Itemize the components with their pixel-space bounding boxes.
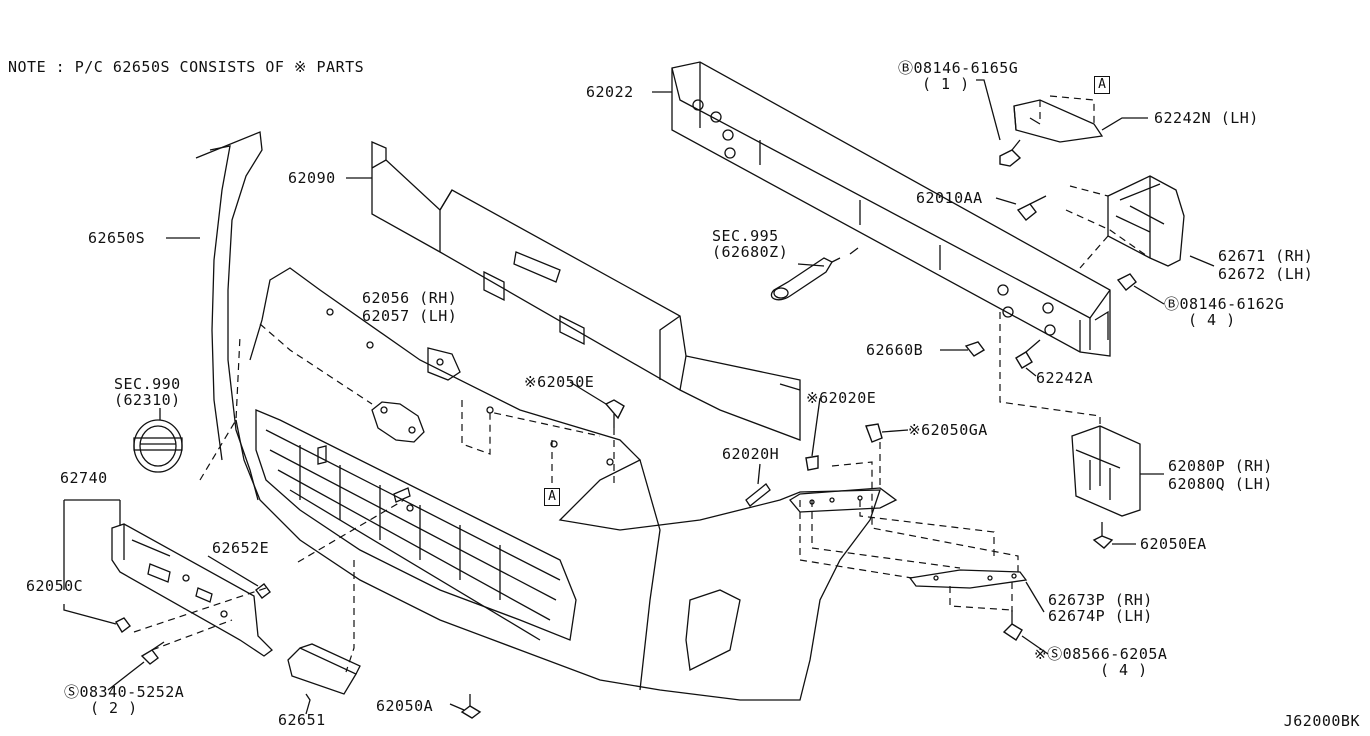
callout-62020e: ※62020E (806, 389, 877, 407)
callout-62022: 62022 (586, 83, 634, 101)
callout-62050ea: 62050EA (1140, 535, 1207, 553)
callout-08146-6165g-qty: ( 1 ) (922, 75, 970, 93)
callout-62652e: 62652E (212, 539, 270, 557)
side-bracket-62080-icon (1071, 425, 1141, 517)
callout-62650s: 62650S (88, 229, 146, 247)
callout-62010aa: 62010AA (916, 189, 983, 207)
callout-62080q: 62080Q (LH) (1168, 475, 1273, 493)
callout-08340-5252a: Ⓢ08340-5252A (64, 683, 185, 701)
callout-62651: 62651 (278, 711, 326, 729)
callout-62050ga: ※62050GA (908, 421, 988, 439)
callout-sec990: SEC.990 (114, 375, 181, 393)
callout-08566-6205a-qty: ( 4 ) (1100, 661, 1148, 679)
callout-62056: 62056 (RH) (362, 289, 458, 307)
reinforcement-beam-icon (671, 61, 1111, 357)
callout-62080p: 62080P (RH) (1168, 457, 1273, 475)
leader-lines (63, 79, 1215, 715)
diagram-code: J62000BK (1283, 712, 1360, 730)
callout-sec990-sub: (62310) (114, 391, 181, 409)
callout-08146-6165g: Ⓑ08146-6165G (898, 59, 1019, 77)
callout-62672: 62672 (LH) (1218, 265, 1314, 283)
callout-62050e: ※62050E (524, 373, 595, 391)
emblem-icon (133, 419, 183, 473)
callout-62674p: 62674P (LH) (1048, 607, 1153, 625)
callout-62660b: 62660B (866, 341, 924, 359)
bracket-62242n-icon (1013, 99, 1104, 143)
callout-sec995: SEC.995 (712, 227, 779, 245)
reference-box-a-lower: A (544, 488, 560, 506)
callout-62671: 62671 (RH) (1218, 247, 1314, 265)
callout-62242n: 62242N (LH) (1154, 109, 1259, 127)
license-plate-bracket-icon (111, 523, 273, 657)
callout-62673p: 62673P (RH) (1048, 591, 1153, 609)
callout-08146-6162g: Ⓑ08146-6162G (1164, 295, 1285, 313)
callout-62020h: 62020H (722, 445, 780, 463)
side-bracket-rh-icon (1107, 175, 1185, 267)
callout-62057: 62057 (LH) (362, 307, 458, 325)
bracket-62056-icon (427, 347, 461, 381)
callout-62740: 62740 (60, 469, 108, 487)
bumper-fascia-icon (195, 131, 881, 701)
reference-box-a: A (1094, 76, 1110, 94)
callout-62050c: 62050C (26, 577, 84, 595)
callout-62242a: 62242A (1036, 369, 1094, 387)
callout-08340-5252a-qty: ( 2 ) (90, 699, 138, 717)
emblem-bracket-icon (371, 401, 425, 443)
callout-62090: 62090 (288, 169, 336, 187)
under-cover-icon (287, 643, 361, 695)
bolt-icon (115, 139, 1137, 719)
dashed-assembly-lines (133, 95, 1151, 673)
callout-08566-6205a: ※Ⓢ08566-6205A (1034, 645, 1168, 663)
callout-08146-6162g-qty: ( 4 ) (1188, 311, 1236, 329)
tow-hook-icon (770, 247, 859, 301)
lower-stay-icon (908, 569, 1028, 589)
callout-62050a: 62050A (376, 697, 434, 715)
callout-sec995-sub: (62680Z) (712, 243, 789, 261)
note-text: NOTE : P/C 62650S CONSISTS OF ※ PARTS (8, 58, 365, 76)
energy-absorber-icon (371, 141, 801, 441)
